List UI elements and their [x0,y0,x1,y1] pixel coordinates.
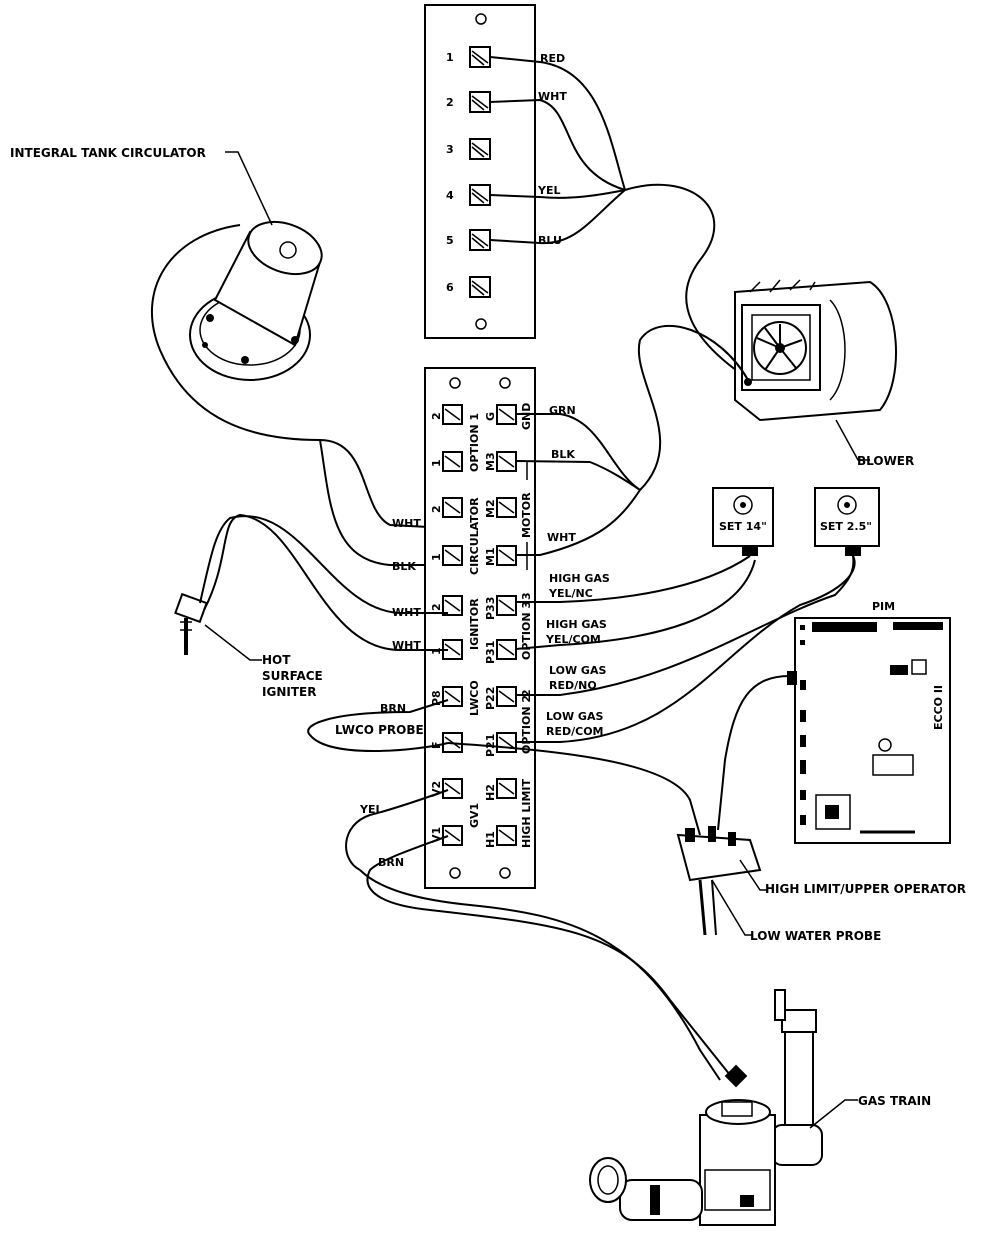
callout-circulator: INTEGRAL TANK CIRCULATOR [10,146,206,160]
high-limit-assembly [676,826,762,936]
wire-yel-gv: YEL [359,803,383,816]
left-num-4: 1 [430,553,443,561]
pim-model: ECCO II [932,685,945,730]
term-m2: M2 [484,499,497,518]
pim-board [794,617,951,844]
wire-brn-gv: BRN [378,856,404,869]
blower-harness [489,56,751,381]
gas-hg1-1: HIGH GAS [549,572,610,585]
gas-lg2-2: RED/COM [546,725,604,738]
term-p33: P33 [484,597,497,620]
wire-blu: BLU [538,234,562,247]
wire-brn-lwco: BRN [380,702,406,715]
term-p31: P31 [484,641,497,664]
group-option3: OPTION 3 [520,601,533,660]
gas-lg1-1: LOW GAS [549,664,606,677]
switch-2-set: SET 2.5" [820,520,872,533]
gas-lg1-2: RED/NO [549,679,597,692]
group-circulator: CIRCULATOR [468,497,481,575]
wire-yel: YEL [537,184,561,197]
switch-1 [712,487,774,556]
gas-switch-wires [515,555,856,743]
top-term-2: 2 [446,96,454,109]
top-term-3: 3 [446,143,454,156]
group-motor: MOTOR [520,492,533,538]
term-m1: M1 [484,547,497,566]
group-gv1: GV1 [468,803,481,828]
top-screws [469,46,491,298]
left-num-3: 2 [430,505,443,513]
group-option2-num: 2 [520,689,533,697]
gas-hg1-2: YEL/NC [548,587,593,600]
term-h1: H1 [484,831,497,848]
top-term-4: 4 [446,189,454,202]
callout-low-water: LOW WATER PROBE [750,929,881,943]
callout-igniter-2: SURFACE [262,669,323,683]
top-term-5: 5 [446,234,454,247]
igniter [174,592,208,655]
callout-igniter-3: IGNITER [262,685,316,699]
wire-grn: GRN [549,404,576,417]
group-option2: OPTION 2 [520,695,533,754]
wire-wht-circ: WHT [392,517,421,530]
term-p22: P22 [484,687,497,710]
gas-train [589,989,823,1226]
main-terminal-strip: 2 1 2 1 2 1 P8 F V2 V1 OPTION 1 CIRCULAT… [424,367,536,889]
callout-igniter-1: HOT [262,653,291,667]
wire-wht-motor: WHT [547,531,576,544]
term-h2: H2 [484,784,497,801]
motor-wires [515,324,749,556]
group-option3-num: 3 [520,592,533,600]
group-lwco: LWCO [468,680,481,716]
wire-wht: WHT [538,90,567,103]
callout-high-limit: HIGH LIMIT/UPPER OPERATOR [765,882,966,896]
term-gnd: GND [520,403,533,430]
left-num-1: 2 [430,412,443,420]
left-num-5: 2 [430,603,443,611]
callout-lwco-probe: LWCO PROBE [335,723,424,737]
switch-2 [814,487,880,556]
pim-label: PIM [872,600,895,613]
switch-1-set: SET 14" [719,520,767,533]
term-m3: M3 [484,452,497,471]
blower [734,279,897,422]
callout-gas-train: GAS TRAIN [858,1094,931,1108]
top-term-6: 6 [446,281,454,294]
group-high-limit: HIGH LIMIT [520,778,533,848]
top-term-1: 1 [446,51,454,64]
wire-wht-ign-1: WHT [392,606,421,619]
top-terminal-strip: 1 2 3 4 5 6 [424,4,536,339]
term-g: G [484,412,497,421]
left-num-2: 1 [430,459,443,467]
left-num-6: 1 [430,647,443,655]
group-option1: OPTION 1 [468,413,481,472]
gas-lg2-1: LOW GAS [546,710,603,723]
wire-blk-motor: BLK [551,448,575,461]
circulator [189,220,323,381]
wire-wht-ign-2: WHT [392,639,421,652]
callout-blower: BLOWER [857,454,914,468]
gas-hg2-1: HIGH GAS [546,618,607,631]
wire-blk-circ: BLK [392,560,416,573]
wire-red: RED [540,52,565,65]
group-ignitor: IGNITOR [468,598,481,650]
gas-hg2-2: YEL/COM [545,633,601,646]
